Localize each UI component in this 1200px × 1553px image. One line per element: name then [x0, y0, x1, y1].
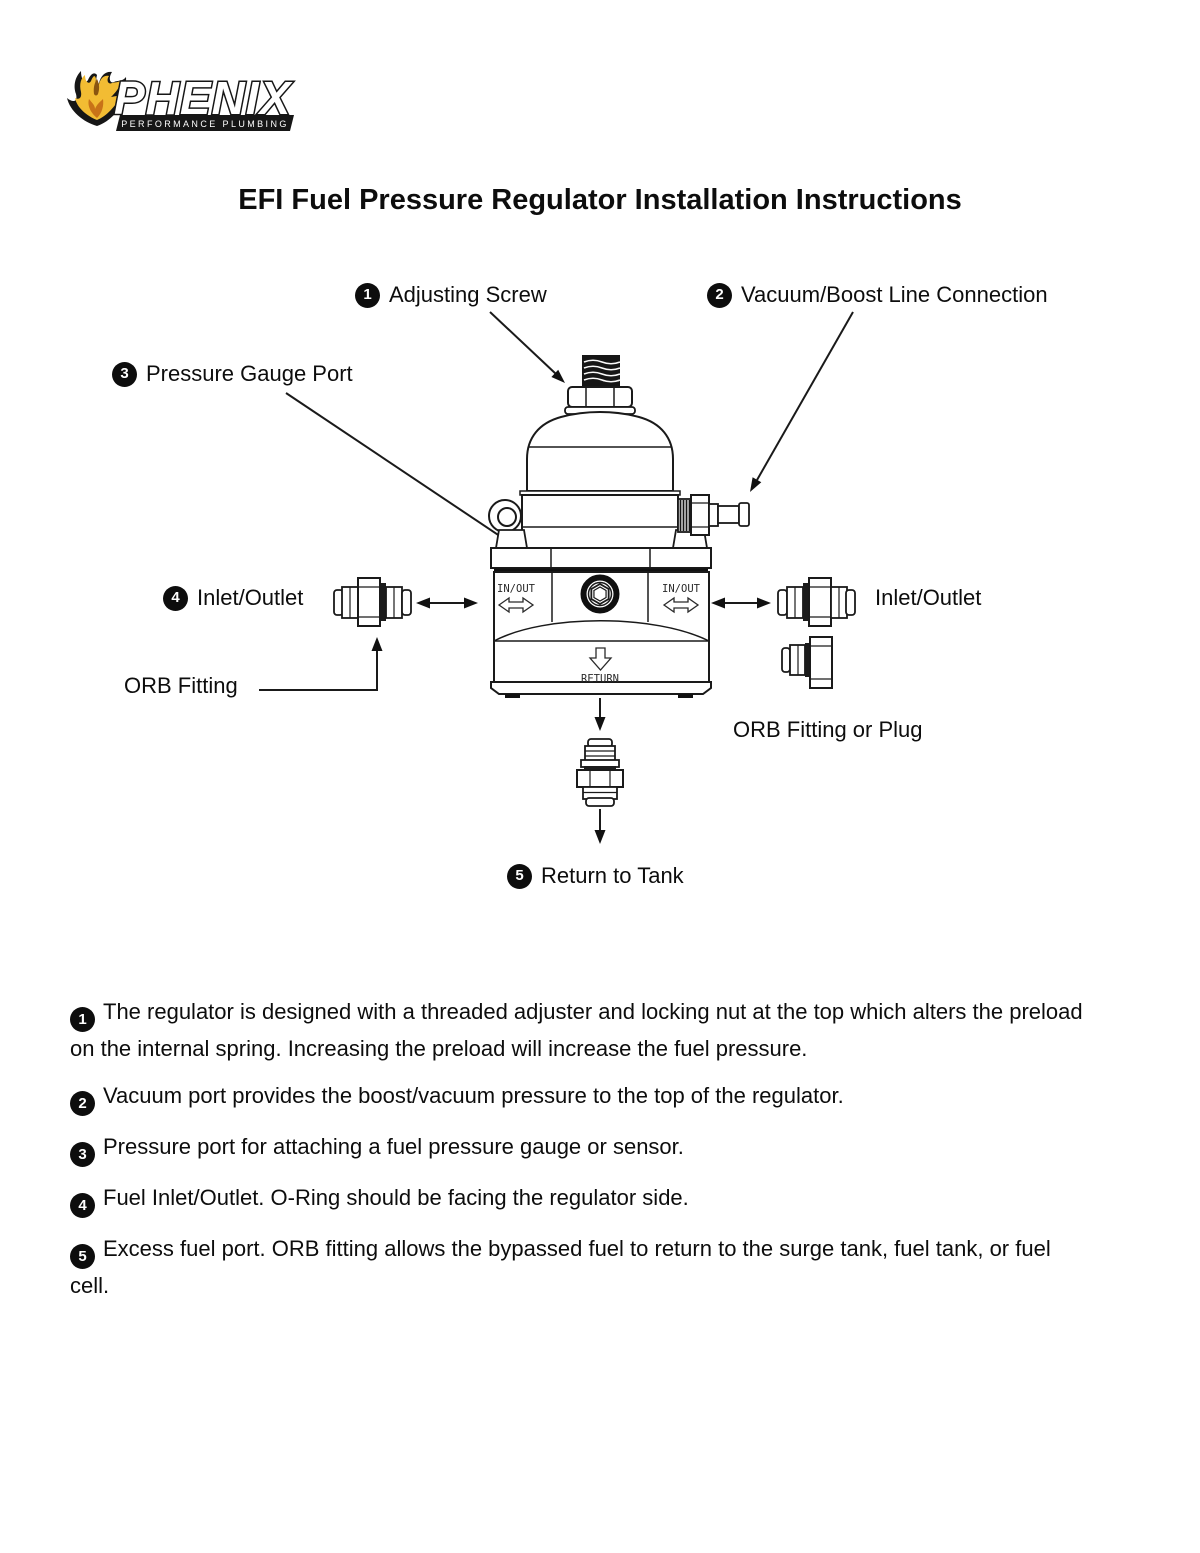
note-4: 4 Fuel Inlet/Outlet. O-Ring should be fac… — [70, 1181, 1086, 1218]
callout-3-badge: 3 — [112, 361, 137, 387]
callout-2-badge: 2 — [707, 282, 732, 308]
diagram-canvas: IN/OUT IN/OUT RETURN — [259, 311, 856, 844]
return-arrow-glyph — [588, 647, 613, 671]
callout-pressure-gauge-port: 3 Pressure Gauge Port — [112, 361, 353, 387]
note-2-badge: 2 — [70, 1091, 95, 1116]
note-1-text: The regulator is designed with a threade… — [70, 999, 1083, 1061]
callout-5-badge: 5 — [507, 863, 532, 889]
flow-arrow-left-inlet — [416, 597, 478, 609]
phoenix-flame-icon — [67, 71, 128, 126]
flow-arrow-return-bottom — [594, 809, 606, 844]
leader-arrow-orb-fitting — [259, 637, 383, 691]
orb-fitting-right-drawing — [777, 577, 856, 627]
callout-2-label: Vacuum/Boost Line Connection — [741, 282, 1048, 307]
orb-fitting-left-drawing — [333, 577, 412, 627]
note-4-text: Fuel Inlet/Outlet. O-Ring should be faci… — [103, 1185, 689, 1210]
mounting-ear-drawing — [488, 499, 522, 533]
callout-5-label: Return to Tank — [541, 863, 684, 888]
note-5-text: Excess fuel port. ORB fitting allows the… — [70, 1236, 1051, 1298]
callout-inlet-outlet-left: 4 Inlet/Outlet — [163, 585, 303, 611]
note-3-badge: 3 — [70, 1142, 95, 1167]
note-3: 3 Pressure port for attaching a fuel pres… — [70, 1130, 1086, 1167]
note-2-text: Vacuum port provides the boost/vacuum pr… — [103, 1083, 844, 1108]
callout-4-badge: 4 — [163, 585, 188, 611]
callout-1-label: Adjusting Screw — [389, 282, 547, 307]
orb-plug-drawing — [781, 636, 833, 689]
left-foot-bracket — [494, 529, 529, 549]
callout-vacuum-boost: 2 Vacuum/Boost Line Connection — [707, 282, 1048, 308]
callout-return-to-tank: 5 Return to Tank — [507, 863, 684, 889]
note-1-badge: 1 — [70, 1007, 95, 1032]
adjusting-screw-drawing — [564, 355, 636, 420]
vacuum-fitting-drawing — [677, 494, 750, 536]
in-out-right-engraving: IN/OUT — [662, 583, 701, 595]
tagline-banner — [116, 115, 294, 131]
phenix-logo: PHENIX PERFORMANCE PLUMBING — [67, 71, 294, 131]
leader-arrow-vacuum-boost — [750, 311, 854, 492]
label-inlet-outlet-right: Inlet/Outlet — [875, 585, 982, 610]
return-engraving: RETURN — [581, 673, 619, 685]
tagline-text: PERFORMANCE PLUMBING — [121, 119, 289, 129]
note-4-badge: 4 — [70, 1193, 95, 1218]
in-out-right-arrow-glyph — [662, 596, 700, 614]
flow-arrow-right-inlet — [711, 597, 771, 609]
label-orb-fitting: ORB Fitting — [124, 673, 238, 698]
callout-3-label: Pressure Gauge Port — [146, 361, 353, 386]
valve-body-drawing: IN/OUT IN/OUT RETURN — [490, 547, 712, 698]
callout-4-label: Inlet/Outlet — [197, 585, 304, 610]
callout-1-badge: 1 — [355, 282, 380, 308]
note-3-text: Pressure port for attaching a fuel press… — [103, 1134, 684, 1159]
note-2: 2 Vacuum port provides the boost/vacuum p… — [70, 1079, 1086, 1116]
regulator-dome-drawing — [519, 410, 681, 549]
callout-adjusting-screw: 1 Adjusting Screw — [355, 282, 547, 308]
in-out-left-arrow-glyph — [497, 596, 535, 614]
flow-arrow-return-top — [594, 698, 606, 731]
return-fitting-drawing — [576, 738, 624, 807]
page-title: EFI Fuel Pressure Regulator Installation… — [238, 184, 962, 216]
in-out-left-engraving: IN/OUT — [497, 583, 536, 595]
label-orb-fitting-or-plug: ORB Fitting or Plug — [733, 717, 923, 742]
leader-arrow-adjusting-screw — [489, 311, 565, 383]
note-5-badge: 5 — [70, 1244, 95, 1269]
